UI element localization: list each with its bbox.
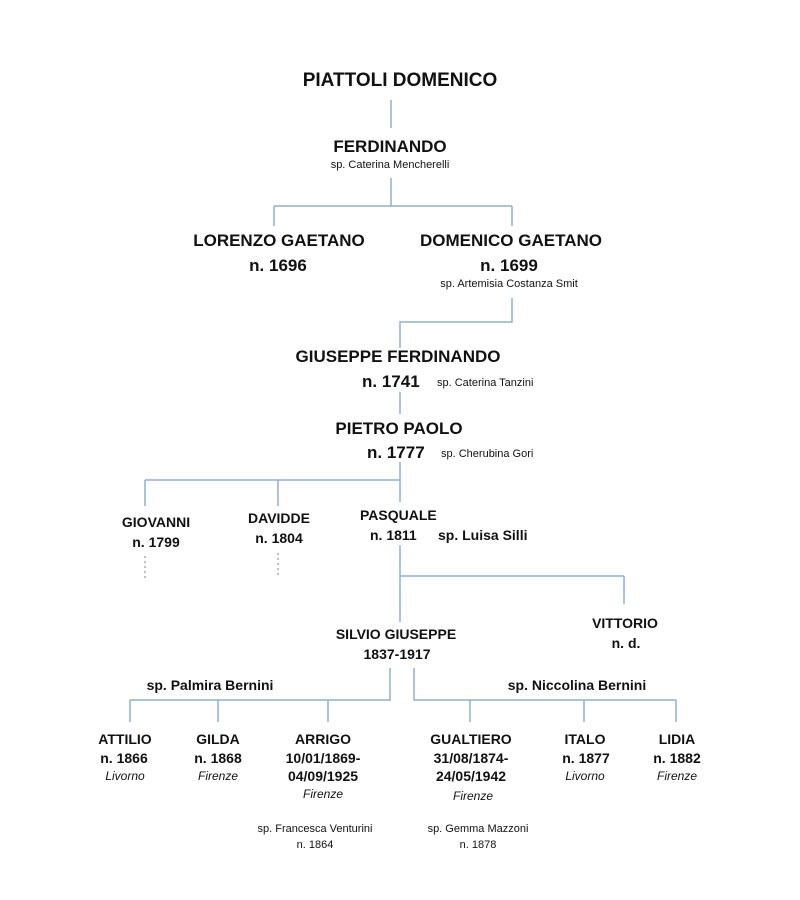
gualtiero-death: 24/05/1942 [435, 768, 507, 784]
link-pasquale-children [399, 545, 625, 622]
attilio-birth: n. 1866 [100, 750, 148, 766]
italo-place: Livorno [565, 769, 605, 783]
domenico-name: DOMENICO GAETANO [420, 231, 602, 250]
lidia-place: Firenze [656, 769, 698, 783]
link-domenico-giuseppe [399, 298, 513, 348]
silvio-dates: 1837-1917 [363, 646, 431, 662]
ferdinando-spouse: sp. Caterina Mencherelli [330, 159, 450, 171]
davidde-name: DAVIDDE [248, 510, 310, 526]
silvio-name: SILVIO GIUSEPPE [335, 626, 457, 642]
pietro-birth: n. 1777 [367, 443, 425, 462]
domenico-birth: n. 1699 [480, 256, 538, 275]
gualtiero-name: GUALTIERO [430, 731, 512, 747]
gilda-birth: n. 1868 [194, 750, 242, 766]
silvio-spouse-palmira: sp. Palmira Bernini [146, 677, 274, 693]
arrigo-spouse-birth: n. 1864 [296, 839, 334, 851]
arrigo-birth: 10/01/1869- [285, 750, 361, 766]
pietro-name: PIETRO PAOLO [335, 419, 463, 438]
link-ferdinando-children [273, 178, 513, 226]
giovanni-birth: n. 1799 [132, 534, 180, 550]
pasquale-spouse: sp. Luisa Silli [438, 527, 528, 543]
gualtiero-spouse: sp. Gemma Mazzoni [427, 823, 529, 835]
giuseppe-name: GIUSEPPE FERDINANDO [295, 347, 501, 366]
arrigo-name: ARRIGO [295, 731, 351, 747]
domenico-spouse: sp. Artemisia Costanza Smit [440, 278, 578, 290]
giovanni-name: GIOVANNI [121, 514, 191, 530]
gilda-place: Firenze [197, 769, 239, 783]
attilio-place: Livorno [105, 769, 145, 783]
lorenzo-name: LORENZO GAETANO [193, 231, 365, 250]
vittorio-name: VITTORIO [592, 615, 658, 631]
arrigo-death: 04/09/1925 [287, 768, 359, 784]
link-silvio-second-marriage [413, 668, 677, 722]
gilda-name: GILDA [196, 731, 240, 747]
giuseppe-spouse: sp. Caterina Tanzini [437, 377, 534, 389]
arrigo-spouse: sp. Francesca Venturini [257, 823, 373, 835]
lidia-name: LIDIA [658, 731, 696, 747]
italo-birth: n. 1877 [562, 750, 610, 766]
pasquale-birth: n. 1811 [370, 527, 417, 543]
gualtiero-spouse-birth: n. 1878 [459, 839, 497, 851]
giuseppe-birth: n. 1741 [362, 372, 420, 391]
lorenzo-birth: n. 1696 [249, 256, 307, 275]
silvio-spouse-niccolina: sp. Niccolina Bernini [507, 677, 647, 693]
link-silvio-first-marriage [129, 668, 391, 722]
arrigo-place: Firenze [302, 787, 344, 801]
root-name: PIATTOLI DOMENICO [302, 70, 498, 91]
lidia-birth: n. 1882 [653, 750, 701, 766]
gualtiero-birth: 31/08/1874- [433, 750, 509, 766]
italo-name: ITALO [564, 731, 606, 747]
vittorio-birth: n. d. [611, 635, 641, 651]
ferdinando-name: FERDINANDO [333, 137, 447, 156]
pasquale-name: PASQUALE [360, 507, 437, 523]
davidde-birth: n. 1804 [255, 530, 303, 546]
link-pietro-children [144, 462, 401, 506]
pietro-spouse: sp. Cherubina Gori [441, 448, 534, 460]
gualtiero-place: Firenze [452, 789, 494, 803]
attilio-name: ATTILIO [98, 731, 152, 747]
